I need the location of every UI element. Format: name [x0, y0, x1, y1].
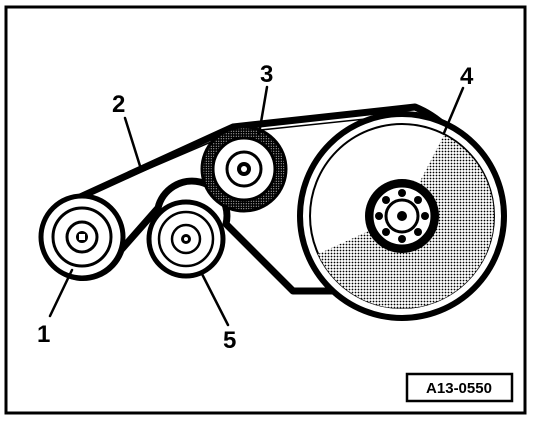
callout-5: 5: [223, 327, 236, 354]
callout-4: 4: [460, 63, 474, 90]
leader-3: [257, 85, 269, 136]
pulley-4: [297, 111, 507, 321]
callout-1: 1: [37, 321, 50, 348]
callout-3: 3: [260, 61, 273, 88]
reference-code: A13-0550: [426, 380, 492, 397]
leader-5: [199, 270, 230, 327]
leader-1: [48, 268, 74, 318]
pulley-3: [200, 125, 288, 213]
pulley-1: [38, 193, 126, 281]
pulley-4-shaded-sector-lower: [318, 216, 495, 309]
leader-4: [442, 86, 465, 135]
diagram-frame: [4, 5, 527, 415]
callout-2: 2: [112, 91, 125, 118]
leader-2: [123, 116, 142, 168]
hub-bolt-holes: [375, 189, 429, 243]
leader-lines: [48, 85, 465, 327]
reference-code-box: A13-0550: [405, 372, 514, 403]
pulley-5: [146, 199, 226, 279]
